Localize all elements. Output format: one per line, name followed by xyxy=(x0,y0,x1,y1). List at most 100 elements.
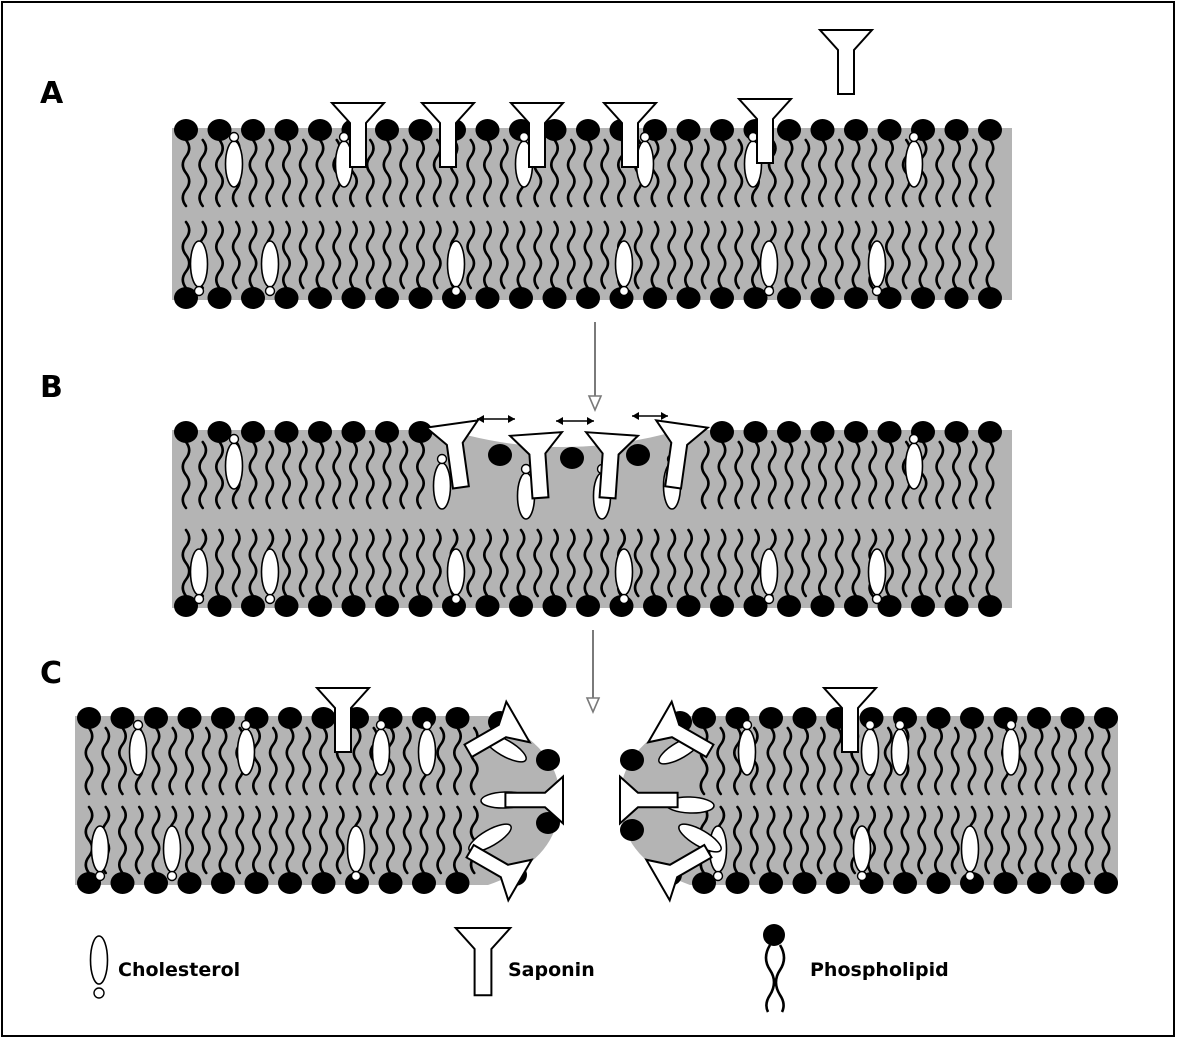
legend-label-phospholipid: Phospholipid xyxy=(810,959,949,981)
phospholipid-head xyxy=(211,707,235,729)
saponin-icon xyxy=(820,30,872,94)
phospholipid-head xyxy=(560,447,584,469)
phospholipid-head xyxy=(1061,707,1085,729)
phospholipid-head xyxy=(1061,872,1085,894)
arrow-head xyxy=(587,698,599,712)
phospholipid-head xyxy=(777,119,801,141)
cholesterol-hydroxyl xyxy=(873,287,882,296)
cholesterol-body xyxy=(373,729,390,775)
phospholipid-head xyxy=(844,119,868,141)
phospholipid-head xyxy=(275,287,299,309)
phospholipid-head xyxy=(978,595,1002,617)
phospholipid-head xyxy=(777,421,801,443)
cholesterol-hydroxyl xyxy=(714,872,723,881)
phospholipid-head xyxy=(509,595,533,617)
phospholipid-head xyxy=(576,119,600,141)
phospholipid-head xyxy=(208,595,232,617)
phospholipid-head xyxy=(620,819,644,841)
cholesterol-hydroxyl xyxy=(520,133,529,142)
phospholipid-head xyxy=(960,707,984,729)
phospholipid-head xyxy=(1027,872,1051,894)
cholesterol-body xyxy=(869,241,886,287)
phospholipid-head xyxy=(409,119,433,141)
phospholipid-head xyxy=(476,595,500,617)
phospholipid-head xyxy=(763,924,785,946)
phospholipid-head xyxy=(543,287,567,309)
phospholipid-head xyxy=(759,707,783,729)
cholesterol-hydroxyl xyxy=(910,133,919,142)
panel-label-c: C xyxy=(40,656,62,691)
cholesterol-hydroxyl xyxy=(765,595,774,604)
cholesterol-hydroxyl xyxy=(866,721,875,730)
phospholipid-head xyxy=(811,421,835,443)
cholesterol-body xyxy=(91,936,108,984)
phospholipid-head xyxy=(643,595,667,617)
saponin-icon xyxy=(456,928,511,995)
phospholipid-head xyxy=(759,872,783,894)
cholesterol-body xyxy=(962,826,979,872)
panel-c-left-membrane xyxy=(75,688,563,900)
lipid-bilayer xyxy=(172,119,1012,309)
phospholipid-head xyxy=(208,119,232,141)
cholesterol-hydroxyl xyxy=(230,435,239,444)
cholesterol-body xyxy=(616,241,633,287)
phospholipid-head xyxy=(174,421,198,443)
phospholipid-head xyxy=(342,287,366,309)
membrane-core xyxy=(172,430,1012,608)
phospholipid-head xyxy=(692,872,716,894)
phospholipid-head xyxy=(911,595,935,617)
phospholipid-head xyxy=(927,707,951,729)
phospholipid-head xyxy=(409,421,433,443)
cholesterol-hydroxyl xyxy=(340,133,349,142)
phospholipid-head xyxy=(476,119,500,141)
cholesterol-hydroxyl xyxy=(1007,721,1016,730)
cholesterol-body xyxy=(854,826,871,872)
cholesterol-body xyxy=(739,729,756,775)
cholesterol-body xyxy=(869,549,886,595)
arrow-head xyxy=(589,396,601,410)
phospholipid-head xyxy=(536,749,560,771)
cholesterol-hydroxyl xyxy=(423,721,432,730)
cholesterol-body xyxy=(448,549,465,595)
cholesterol-hydroxyl xyxy=(96,872,105,881)
phospholipid-head xyxy=(278,707,302,729)
phospholipid-head xyxy=(275,119,299,141)
cholesterol-body xyxy=(191,549,208,595)
phospholipid-head xyxy=(911,287,935,309)
cholesterol-body xyxy=(226,443,243,489)
downward-arrow-icon xyxy=(587,630,599,712)
legend-label-saponin: Saponin xyxy=(508,959,595,981)
phospholipid-head xyxy=(811,119,835,141)
lipid-bilayer xyxy=(690,707,1118,894)
phospholipid-head xyxy=(488,444,512,466)
phospholipid-head xyxy=(793,872,817,894)
phospholipid-head xyxy=(241,421,265,443)
phospholipid-head xyxy=(543,595,567,617)
cholesterol-body xyxy=(892,729,909,775)
phospholipid-head xyxy=(409,287,433,309)
phospholipid-head xyxy=(692,707,716,729)
phospholipid-head xyxy=(844,287,868,309)
phospholipid-head xyxy=(111,872,135,894)
phospholipid-head xyxy=(893,872,917,894)
phospholipid-head xyxy=(375,421,399,443)
phospholipid-head xyxy=(777,287,801,309)
phospholipid-head xyxy=(710,595,734,617)
phospholipid-head xyxy=(826,872,850,894)
panel-c-right-membrane xyxy=(620,688,1118,900)
phospholipid-head xyxy=(793,707,817,729)
phospholipid-head xyxy=(174,119,198,141)
phospholipid-head xyxy=(412,872,436,894)
cholesterol-body xyxy=(434,463,451,509)
cholesterol-hydroxyl xyxy=(266,287,275,296)
phospholipid-head xyxy=(275,421,299,443)
phospholipid-head xyxy=(241,119,265,141)
phospholipid-head xyxy=(275,595,299,617)
phospholipid-head xyxy=(744,421,768,443)
phospholipid-head xyxy=(375,287,399,309)
phospholipid-tail xyxy=(776,945,784,1012)
cholesterol-body xyxy=(262,549,279,595)
phospholipid-head xyxy=(945,421,969,443)
lipid-bilayer xyxy=(172,421,1012,617)
